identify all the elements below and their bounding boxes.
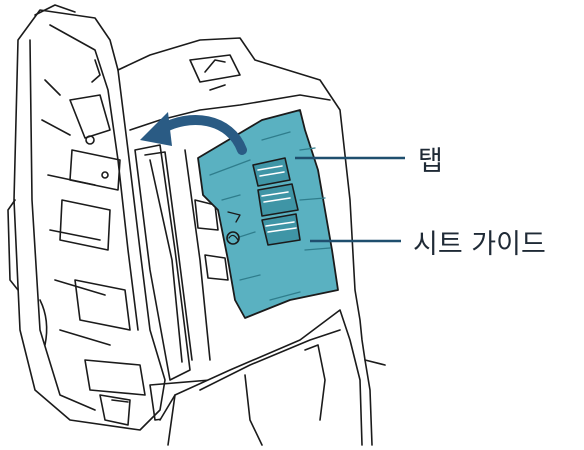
sheet-guide <box>198 110 338 318</box>
label-sheet-guide: 시트 가이드 <box>413 231 546 258</box>
scanner-front <box>160 310 385 445</box>
label-tab: 탭 <box>418 148 443 175</box>
adf-cover <box>8 5 165 430</box>
